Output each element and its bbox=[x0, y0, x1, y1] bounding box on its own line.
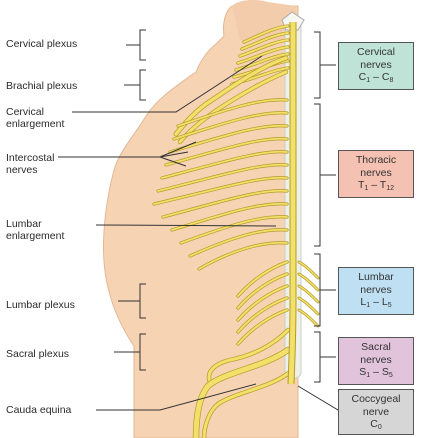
thoracic-box-title: Thoracic bbox=[355, 154, 397, 166]
lumbar-nerve-right bbox=[298, 285, 319, 303]
cervical-plexus-bracket bbox=[126, 29, 146, 61]
intercostal-nerve bbox=[189, 228, 288, 257]
cauda-equina-leader bbox=[96, 383, 257, 411]
sacral-box-subtitle: nerves bbox=[360, 353, 392, 366]
lumbar-nerve-right bbox=[298, 273, 319, 291]
intercostal-nerves-line1: Intercostal bbox=[6, 152, 55, 164]
brachial-trunk-lower bbox=[178, 70, 288, 144]
cervical-nerve bbox=[237, 46, 289, 64]
lumbar-plexus-label: Lumbar plexus bbox=[6, 299, 75, 311]
intercostal-nerve bbox=[198, 241, 288, 270]
lumbar-enlargement-line2: enlargement bbox=[6, 230, 65, 242]
lumbar-nerve bbox=[237, 297, 288, 333]
intercostal-nerve bbox=[169, 124, 288, 153]
lumbar-enlargement-label: Lumbar enlargement bbox=[6, 218, 64, 242]
cervical-enlargement-line1: Cervical bbox=[6, 106, 44, 118]
intercostal-nerves-label: Intercostal nerves bbox=[6, 152, 54, 176]
intercostal-nerves-line2: nerves bbox=[6, 164, 38, 176]
cervical-enlargement-leader bbox=[72, 55, 263, 113]
spinal-cord bbox=[288, 22, 296, 385]
cervical-box-subtitle: nerves bbox=[360, 58, 392, 71]
coccygeal-box-range: C0 bbox=[370, 418, 382, 431]
cervical-nerve bbox=[235, 53, 289, 71]
coccygeal-box-title: Coccygeal bbox=[351, 393, 401, 405]
thoracic-box-range: T1 – T12 bbox=[357, 179, 395, 192]
lumbar-plexus-bracket bbox=[118, 283, 146, 319]
cervical-box-title: Cervical bbox=[357, 46, 395, 58]
lumbar-enlargement-leader bbox=[95, 224, 277, 227]
sacral-nerves-box: Sacral nerves S1 – S5 bbox=[338, 337, 414, 385]
coccygeal-box-subtitle: nerve bbox=[362, 405, 390, 418]
intercostal-nerve bbox=[171, 202, 288, 231]
intercostal-nerve bbox=[177, 98, 288, 127]
lumbar-nerve bbox=[237, 261, 288, 297]
sacral-box-range: S1 – S5 bbox=[359, 366, 393, 379]
intercostal-nerve bbox=[161, 150, 288, 179]
cervical-bracket bbox=[314, 31, 336, 99]
lumbar-nerve-right bbox=[298, 297, 319, 315]
intercostal-nerve bbox=[157, 163, 288, 192]
cervical-nerve bbox=[243, 25, 289, 43]
coccygeal-leader bbox=[297, 385, 339, 411]
coccygeal-nerve-box: Coccygeal nerve C0 bbox=[338, 389, 414, 435]
lumbar-enlargement-line1: Lumbar bbox=[6, 218, 42, 230]
spinal-nerves bbox=[152, 22, 320, 438]
lumbar-bracket bbox=[314, 253, 336, 327]
lumbar-nerve-right bbox=[298, 261, 319, 279]
leader-lines bbox=[58, 29, 339, 411]
thoracic-box-subtitle: nerves bbox=[360, 166, 392, 179]
intercostal-nerve bbox=[180, 215, 288, 244]
thoracic-bracket bbox=[314, 103, 336, 247]
cauda-equina-label: Cauda equina bbox=[6, 404, 72, 416]
cauda-lower-nerve bbox=[202, 370, 292, 438]
cervical-nerves-box: Cervical nerves C1 – C8 bbox=[338, 42, 414, 90]
cervical-nerve bbox=[241, 32, 289, 50]
lumbar-box-subtitle: nerves bbox=[360, 283, 392, 296]
intercostal-nerve bbox=[162, 189, 288, 218]
lumbar-nerve bbox=[237, 273, 288, 309]
cervical-box-range: C1 – C8 bbox=[358, 71, 394, 84]
lumbar-box-range: L1 – L5 bbox=[360, 296, 392, 309]
lumbar-box-title: Lumbar bbox=[358, 271, 394, 283]
cervical-enlargement-label: Cervical enlargement bbox=[6, 106, 64, 130]
cervical-plexus-label: Cervical plexus bbox=[6, 38, 78, 50]
intercostal-leader bbox=[58, 141, 197, 167]
lumbar-nerve bbox=[237, 309, 288, 345]
sacral-plexus-nerve bbox=[207, 328, 290, 384]
cervical-enlargement-line2: enlargement bbox=[6, 118, 65, 130]
sciatic-nerve bbox=[193, 347, 291, 438]
intercostal-nerve bbox=[173, 111, 288, 140]
sacral-plexus-bracket bbox=[114, 333, 146, 371]
brachial-plexus-label: Brachial plexus bbox=[6, 80, 78, 92]
brachial-plexus-bracket bbox=[124, 69, 146, 101]
intercostal-nerve bbox=[165, 137, 288, 166]
sacral-box-title: Sacral bbox=[361, 341, 391, 353]
lumbar-nerve bbox=[237, 285, 288, 321]
lumbar-nerve-right bbox=[298, 309, 319, 327]
lumbar-nerves-box: Lumbar nerves L1 – L5 bbox=[338, 267, 414, 315]
sacral-bracket bbox=[314, 331, 336, 383]
intercostal-nerve bbox=[153, 176, 288, 205]
cervical-nerve bbox=[239, 39, 289, 57]
sacral-plexus-label: Sacral plexus bbox=[6, 348, 70, 360]
thoracic-nerves-box: Thoracic nerves T1 – T12 bbox=[338, 150, 414, 198]
head-outline bbox=[232, 0, 298, 40]
